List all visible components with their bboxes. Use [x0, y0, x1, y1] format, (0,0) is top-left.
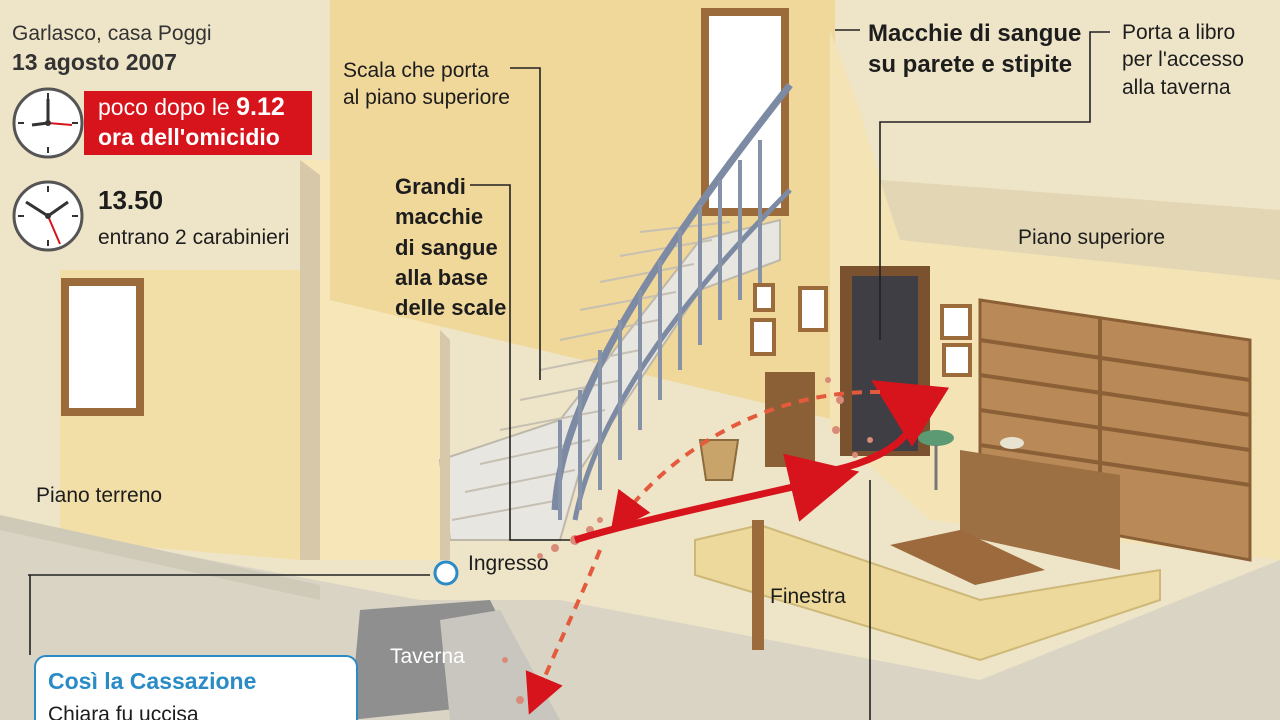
path-arrows — [525, 380, 950, 715]
label-ground-floor: Piano terreno — [36, 484, 163, 507]
police-time-caption: entrano 2 carabinieri — [98, 226, 290, 249]
ground-floor-window — [61, 278, 144, 416]
clock-icon — [12, 87, 84, 159]
cassazione-box: Così la Cassazione Chiara fu uccisa — [34, 655, 358, 720]
label-blood-wall: Macchie di sangue su parete e stipite — [868, 20, 1082, 79]
label-blood-stairs: Grandi macchie di sangue alla base delle… — [395, 174, 507, 321]
cabinet — [765, 372, 815, 467]
murder-time-caption: ora dell'omicidio — [98, 124, 280, 150]
label-window: Finestra — [770, 585, 846, 608]
murder-time-value: 9.12 — [236, 93, 285, 121]
staircase — [438, 82, 793, 541]
label-book-door: Porta a libro per l'accesso alla taverna — [1122, 21, 1244, 99]
clock-icon — [12, 180, 84, 252]
cassazione-title: Così la Cassazione — [48, 668, 257, 694]
label-tavern: Taverna — [390, 645, 465, 668]
entrance-marker — [433, 560, 459, 586]
label-entrance: Ingresso — [468, 552, 549, 575]
sofa — [694, 523, 1161, 662]
bookshelf — [960, 298, 1252, 570]
police-time-value: 13.50 — [98, 185, 164, 215]
murder-time-band: poco dopo le 9.12 ora dell'omicidio — [84, 91, 312, 155]
place-label: Garlasco, casa Poggi — [12, 22, 212, 45]
basket — [698, 439, 740, 481]
coffee-table — [890, 530, 1045, 585]
label-upper-floor: Piano superiore — [1018, 226, 1166, 249]
date-label: 13 agosto 2007 — [12, 49, 177, 75]
label-stairs: Scala che porta al piano superiore — [343, 59, 510, 110]
cassazione-text: Chiara fu uccisa — [48, 703, 199, 720]
murder-time-prefix: poco dopo le — [98, 94, 237, 120]
leader-lines — [28, 29, 1110, 720]
